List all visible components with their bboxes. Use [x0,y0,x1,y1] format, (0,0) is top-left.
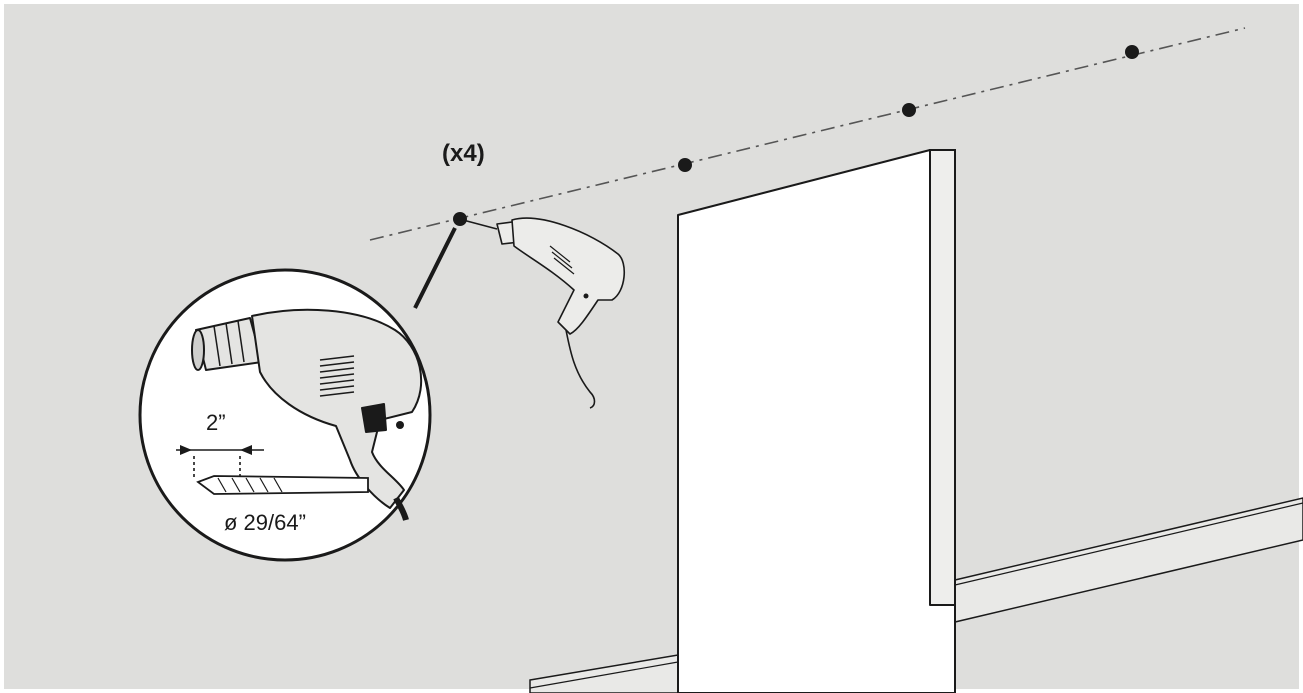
mounting-hole [902,103,916,117]
drill-bit-icon [196,475,369,495]
depth-dimension [176,445,264,478]
drill-icon [191,308,423,521]
level-line [369,27,1246,241]
baseboard-left [529,654,679,693]
door-opening [677,149,956,693]
quantity-label: (x4) [442,140,485,167]
drill-icon [462,217,625,409]
callout-leader [413,227,457,309]
mounting-hole [678,158,692,172]
bit-diameter-label: ø 29/64” [224,510,306,535]
bit-depth-label: 2” [206,410,226,435]
mounting-hole [453,212,467,226]
mounting-hole [1125,45,1139,59]
